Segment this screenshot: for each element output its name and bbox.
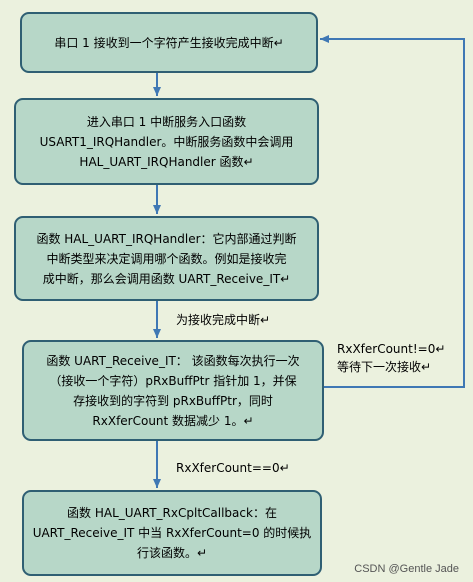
node-uart-receive-it-line-2: （接收一个字符）pRxBuffPtr 指针加 1，并保 xyxy=(49,373,297,388)
node-hal-uart-irq-handler-line-1: 函数 HAL_UART_IRQHandler：它内部通过判断 xyxy=(36,231,297,246)
node-hal-uart-irq-handler-line-3: 成中断，那么会调用函数 UART_Receive_IT↵ xyxy=(42,271,291,286)
node-rx-cplt-callback: 函数 HAL_UART_RxCpltCallback：在 UART_Receiv… xyxy=(22,490,322,576)
node-enter-irq-handler-line-1: 进入串口 1 中断服务入口函数 xyxy=(86,114,247,129)
node-rx-cplt-callback-line-3: 行该函数。↵ xyxy=(136,546,208,560)
node-uart-receive-it-line-1: 函数 UART_Receive_IT： 该函数每次执行一次 xyxy=(46,353,300,368)
label-count-not-zero: RxXferCount!=0↵ xyxy=(337,342,446,356)
node-hal-uart-irq-handler: 函数 HAL_UART_IRQHandler：它内部通过判断 中断类型来决定调用… xyxy=(14,216,319,301)
arrow-loop-back-to-node1 xyxy=(320,35,465,388)
node-uart-receive-it-line-3: 存接收到的字符到 pRxBuffPtr，同时 xyxy=(73,393,273,408)
node-uart-receive-complete: 串口 1 接收到一个字符产生接收完成中断↵ xyxy=(20,12,318,73)
watermark: CSDN @Gentle Jade xyxy=(354,563,459,575)
node-enter-irq-handler: 进入串口 1 中断服务入口函数 USART1_IRQHandler。中断服务函数… xyxy=(14,98,319,185)
label-receive-complete-interrupt: 为接收完成中断↵ xyxy=(176,313,271,327)
node-rx-cplt-callback-line-2: UART_Receive_IT 中当 RxXferCount=0 的时候执 xyxy=(32,526,312,540)
node-uart-receive-it: 函数 UART_Receive_IT： 该函数每次执行一次 （接收一个字符）pR… xyxy=(22,340,324,441)
label-wait-next-receive: 等待下一次接收↵ xyxy=(337,360,432,374)
node-hal-uart-irq-handler-line-2: 中断类型来决定调用哪个函数。例如是接收完 xyxy=(46,251,287,266)
node-uart-receive-it-line-4: RxXferCount 数据减少 1。↵ xyxy=(92,413,254,428)
label-count-zero: RxXferCount==0↵ xyxy=(176,461,290,475)
node-enter-irq-handler-line-3: HAL_UART_IRQHandler 函数↵ xyxy=(79,154,254,169)
node-enter-irq-handler-line-2: USART1_IRQHandler。中断服务函数中会调用 xyxy=(39,134,294,149)
node-rx-cplt-callback-line-1: 函数 HAL_UART_RxCpltCallback：在 xyxy=(67,506,277,520)
node-uart-receive-complete-text: 串口 1 接收到一个字符产生接收完成中断↵ xyxy=(54,35,284,50)
